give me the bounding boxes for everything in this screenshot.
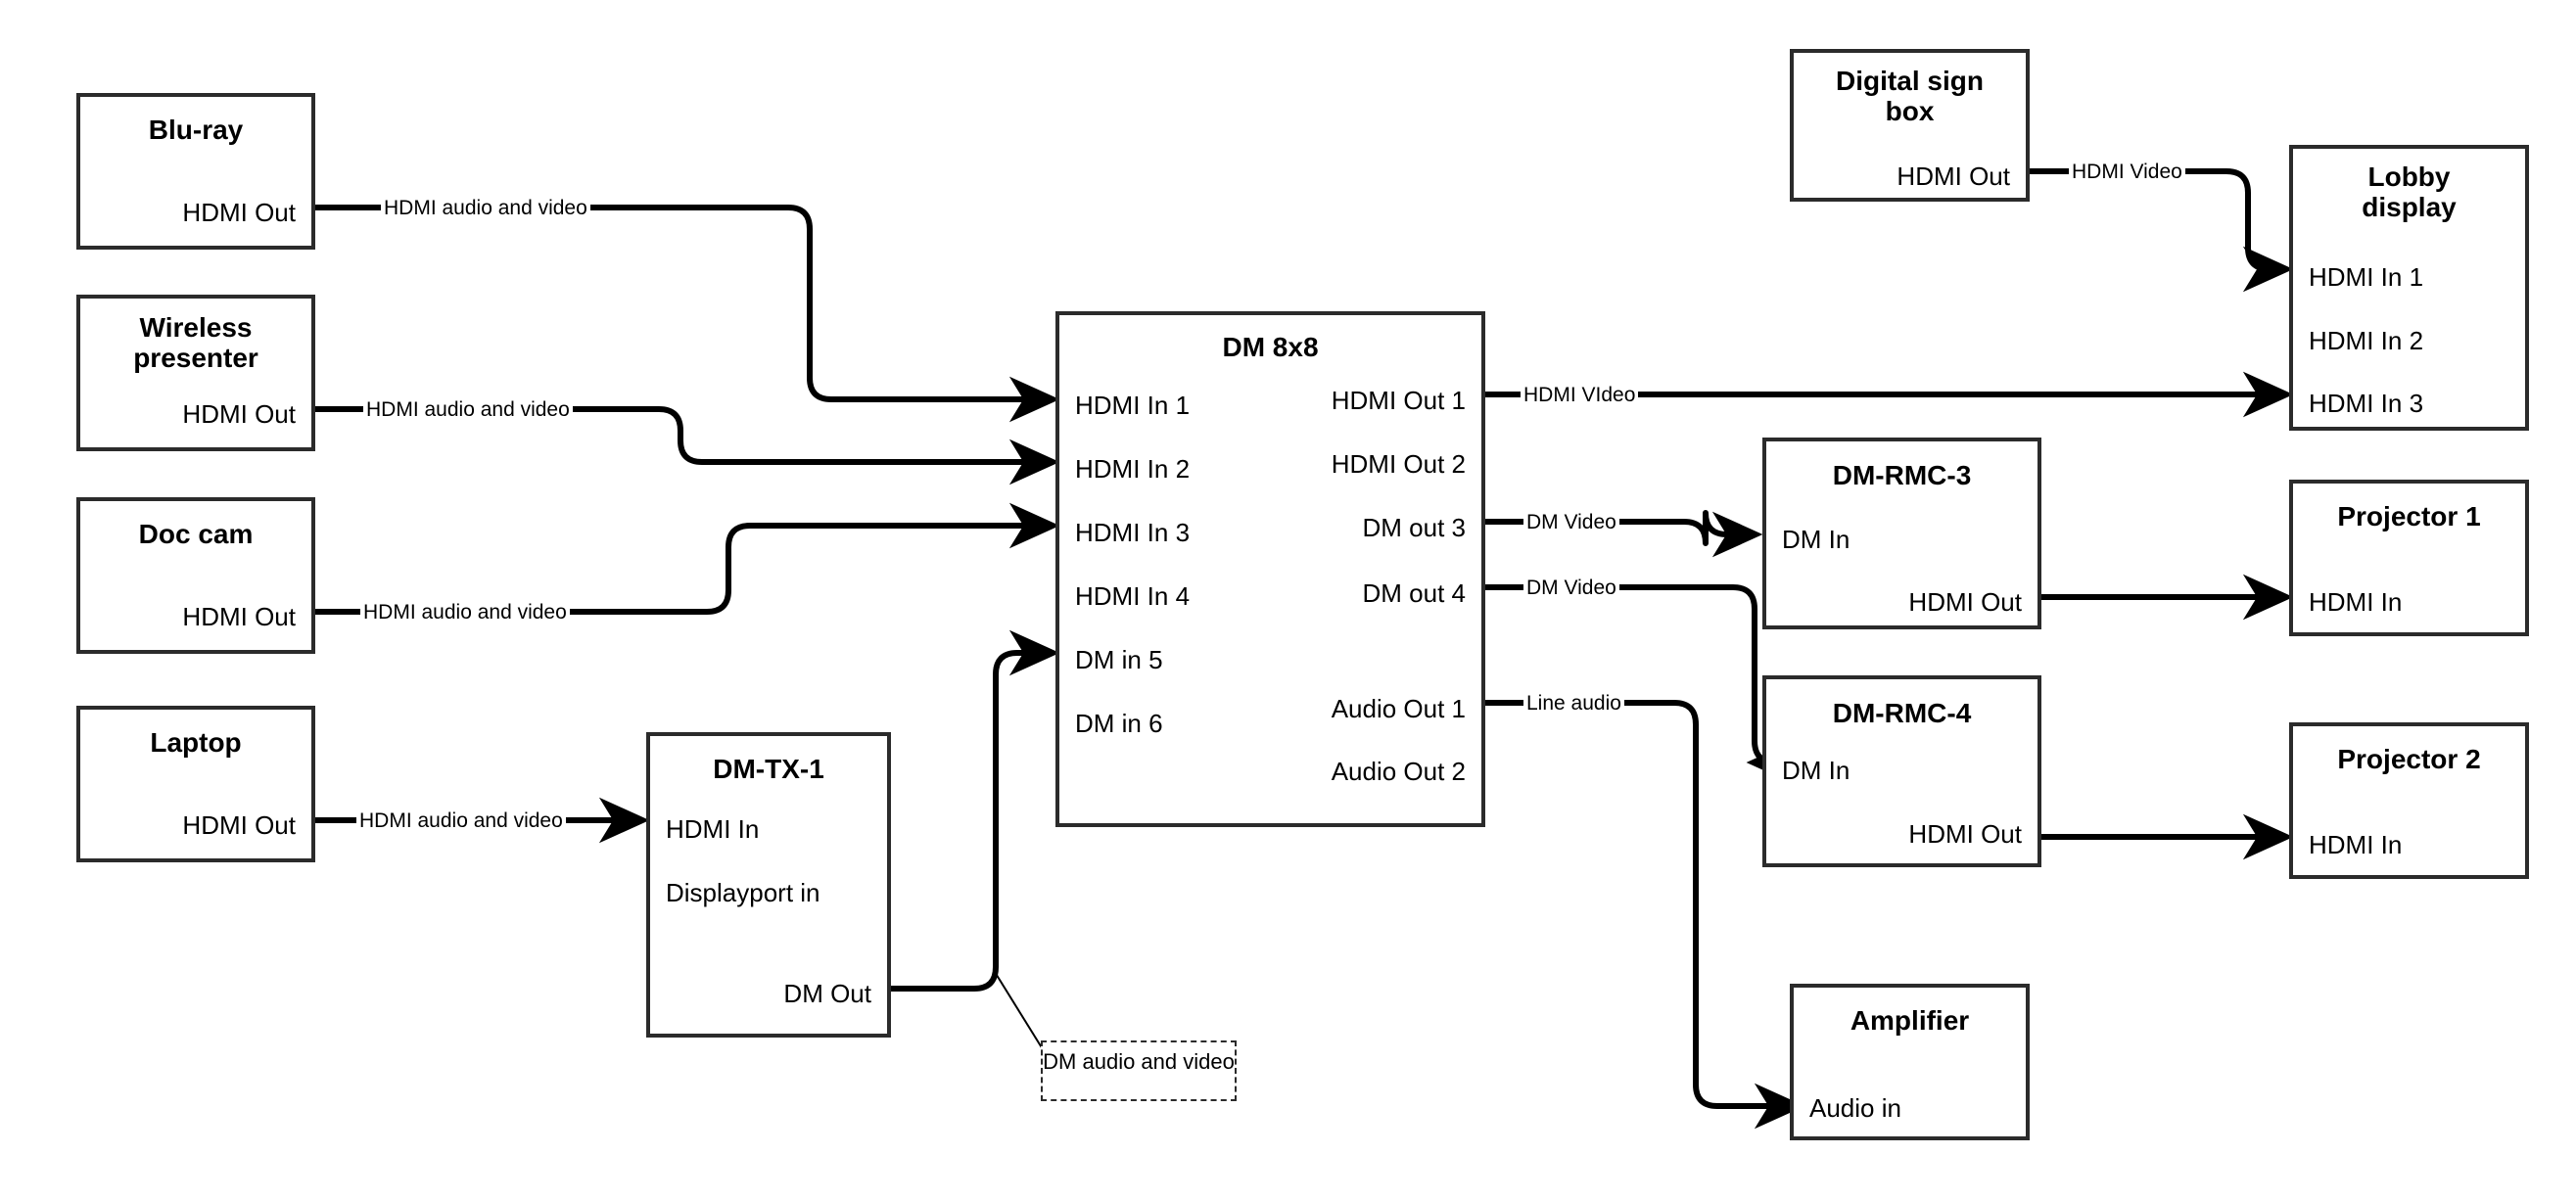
node-laptop-port-hdmi-out[interactable]: HDMI Out: [182, 810, 296, 840]
node-projector-2-port-hdmi-in[interactable]: HDMI In: [2309, 830, 2403, 859]
node-dm-rmc-4-title: DM-RMC-4: [1832, 698, 1972, 728]
node-doc-cam[interactable]: Doc cam HDMI Out: [76, 497, 315, 654]
node-dm-rmc-3-port-dm-in[interactable]: DM In: [1782, 525, 1850, 554]
node-digital-sign-box[interactable]: Digital sign box HDMI Out: [1790, 49, 2030, 202]
node-dm-tx-1-port-displayport-in[interactable]: Displayport in: [666, 878, 820, 907]
wire-dm-out-4-to-dmrmc4-dm-in: [1481, 584, 1798, 786]
node-digital-sign-box-title: Digital sign box: [1836, 66, 1984, 127]
node-dm-rmc-3-port-hdmi-out[interactable]: HDMI Out: [1908, 587, 2022, 617]
node-dm-tx-1[interactable]: DM-TX-1 HDMI In Displayport in DM Out: [646, 732, 891, 1038]
edge-label-dm-out-4-to-dmrmc4: DM Video: [1523, 577, 1619, 598]
node-dm-8x8-port-dm-out-3[interactable]: DM out 3: [1362, 513, 1467, 542]
edge-label-doccam-to-hdmi-in-3: HDMI audio and video: [360, 602, 570, 623]
node-dm-8x8[interactable]: DM 8x8 HDMI In 1 HDMI In 2 HDMI In 3 HDM…: [1055, 311, 1485, 827]
node-doc-cam-port-hdmi-out[interactable]: HDMI Out: [182, 602, 296, 631]
node-dm-8x8-port-audio-out-2[interactable]: Audio Out 2: [1331, 757, 1466, 786]
note-dm-audio-and-video-text: DM audio and video: [1043, 1049, 1235, 1074]
node-dm-rmc-4[interactable]: DM-RMC-4 DM In HDMI Out: [1762, 675, 2041, 867]
node-dm-rmc-3-title: DM-RMC-3: [1832, 460, 1972, 490]
wire-audio-out-1-to-amplifier: [1481, 700, 1805, 1130]
node-amplifier[interactable]: Amplifier Audio in: [1790, 984, 2030, 1140]
node-projector-1-title: Projector 1: [2337, 501, 2481, 531]
node-dm-8x8-port-hdmi-out-2[interactable]: HDMI Out 2: [1331, 449, 1466, 479]
wire-doccam-to-hdmi-in-3: [315, 502, 1060, 615]
node-dm-8x8-port-audio-out-1[interactable]: Audio Out 1: [1331, 694, 1466, 723]
node-dm-8x8-port-hdmi-in-4[interactable]: HDMI In 4: [1075, 581, 1191, 611]
wire-wireless-to-hdmi-in-2: [315, 406, 1060, 485]
node-amplifier-port-audio-in[interactable]: Audio in: [1809, 1093, 1901, 1123]
edge-label-hdmi-out-1-to-lobby: HDMI VIdeo: [1521, 385, 1639, 405]
node-doc-cam-title: Doc cam: [138, 519, 254, 549]
note-dm-audio-and-video: DM audio and video: [1041, 1040, 1237, 1101]
node-dm-8x8-port-hdmi-in-1[interactable]: HDMI In 1: [1075, 391, 1191, 420]
node-lobby-display[interactable]: Lobby display HDMI In 1 HDMI In 2 HDMI I…: [2289, 145, 2529, 431]
edge-label-laptop-to-dmtx1: HDMI audio and video: [356, 810, 566, 831]
node-dm-tx-1-title: DM-TX-1: [713, 754, 824, 784]
node-laptop-title: Laptop: [150, 727, 242, 758]
node-wireless-presenter-port-hdmi-out[interactable]: HDMI Out: [182, 399, 296, 429]
edge-label-dm-out-3-to-dmrmc3: DM Video: [1523, 512, 1619, 532]
node-laptop[interactable]: Laptop HDMI Out: [76, 706, 315, 862]
wire-bluray-to-hdmi-in-1: [315, 205, 1060, 423]
node-dm-rmc-3[interactable]: DM-RMC-3 DM In HDMI Out: [1762, 438, 2041, 629]
node-lobby-display-title: Lobby display: [2362, 162, 2457, 223]
edge-label-audio-out-1-to-amplifier: Line audio: [1523, 693, 1624, 714]
leader-line-dm-audio-video-note: [994, 971, 1044, 1050]
node-bluray[interactable]: Blu-ray HDMI Out: [76, 93, 315, 250]
node-dm-8x8-port-dm-in-6[interactable]: DM in 6: [1075, 709, 1163, 738]
node-wireless-presenter[interactable]: Wireless presenter HDMI Out: [76, 295, 315, 451]
node-dm-8x8-port-dm-out-4[interactable]: DM out 4: [1362, 578, 1467, 608]
node-bluray-port-hdmi-out[interactable]: HDMI Out: [182, 198, 296, 227]
node-dm-rmc-4-port-dm-in[interactable]: DM In: [1782, 756, 1850, 785]
node-projector-2[interactable]: Projector 2 HDMI In: [2289, 722, 2529, 879]
node-dm-8x8-title: DM 8x8: [1222, 332, 1319, 362]
node-lobby-display-port-hdmi-in-2[interactable]: HDMI In 2: [2309, 326, 2424, 355]
node-dm-tx-1-port-hdmi-in[interactable]: HDMI In: [666, 814, 760, 844]
node-wireless-presenter-title: Wireless presenter: [133, 312, 258, 374]
edge-label-wireless-to-hdmi-in-2: HDMI audio and video: [363, 399, 573, 420]
node-digital-sign-box-port-hdmi-out[interactable]: HDMI Out: [1897, 162, 2010, 191]
wire-dmtx1-to-dm-in-5: [891, 629, 1060, 992]
edge-label-bluray-to-hdmi-in-1: HDMI audio and video: [381, 198, 590, 218]
wire-digital-sign-to-lobby-hdmi-in-1: [2030, 168, 2294, 293]
edge-label-digital-sign-to-lobby: HDMI Video: [2069, 162, 2185, 182]
node-dm-rmc-4-port-hdmi-out[interactable]: HDMI Out: [1908, 819, 2022, 849]
node-dm-8x8-port-hdmi-out-1[interactable]: HDMI Out 1: [1331, 386, 1466, 415]
node-lobby-display-port-hdmi-in-3[interactable]: HDMI In 3: [2309, 389, 2424, 418]
node-projector-1-port-hdmi-in[interactable]: HDMI In: [2309, 587, 2403, 617]
node-bluray-title: Blu-ray: [148, 115, 244, 145]
node-dm-8x8-port-hdmi-in-3[interactable]: HDMI In 3: [1075, 518, 1191, 547]
node-dm-8x8-port-dm-in-5[interactable]: DM in 5: [1075, 645, 1163, 674]
node-projector-1[interactable]: Projector 1 HDMI In: [2289, 480, 2529, 636]
node-amplifier-title: Amplifier: [1850, 1005, 1970, 1036]
node-dm-8x8-port-hdmi-in-2[interactable]: HDMI In 2: [1075, 454, 1191, 484]
node-dm-tx-1-port-dm-out[interactable]: DM Out: [783, 979, 871, 1008]
node-lobby-display-port-hdmi-in-1[interactable]: HDMI In 1: [2309, 262, 2424, 292]
node-projector-2-title: Projector 2: [2337, 744, 2481, 774]
wire-dm-out-3-to-dmrmc3-dm-in: [1481, 510, 1763, 558]
